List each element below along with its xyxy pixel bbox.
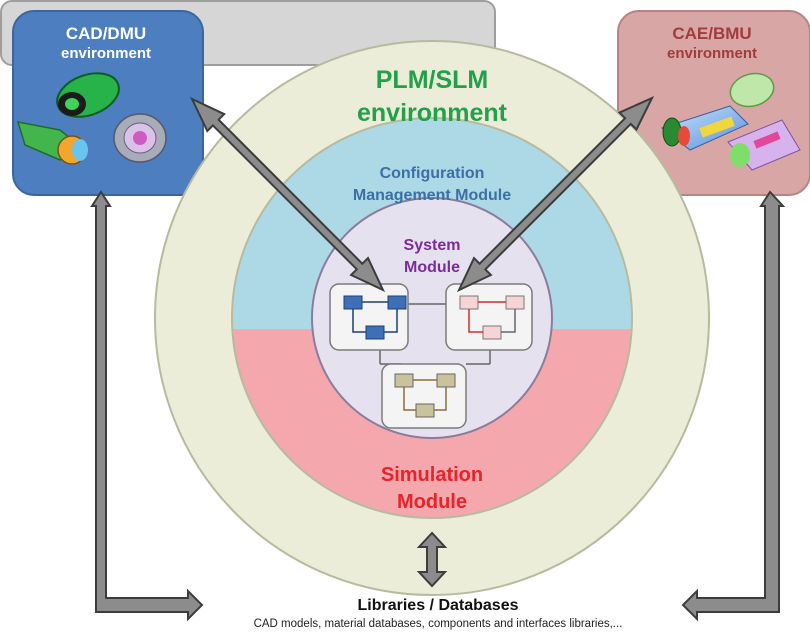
- system-module-title: System: [403, 237, 461, 254]
- config-module-title: Configuration: [379, 165, 485, 182]
- cae-bmu-title: CAE/BMU: [672, 24, 752, 43]
- cae-bmu-subtitle: environment: [666, 45, 757, 62]
- cae-bmu-label: CAE/BMU environment: [617, 24, 807, 64]
- arrows: [90, 95, 786, 622]
- simulation-module-title: Simulation: [380, 464, 484, 486]
- plm-slm-label: PLM/SLM environment: [312, 64, 552, 130]
- libraries-subtitle: CAD models, material databases, componen…: [253, 618, 623, 630]
- cad-dmu-subtitle: environment: [60, 45, 151, 62]
- libraries-title: Libraries / Databases: [357, 597, 519, 614]
- plm-slm-title: PLM/SLM: [375, 66, 489, 94]
- cad-dmu-title: CAD/DMU: [65, 24, 147, 43]
- simulation-module-subtitle: Module: [397, 491, 467, 513]
- cad-to-libraries-arrow: [90, 190, 204, 622]
- system-module-label: System Module: [372, 235, 492, 279]
- simulation-to-libraries-arrow: [416, 531, 448, 588]
- system-block-diagrams: [329, 283, 533, 429]
- simulation-module-label: Simulation Module: [332, 462, 532, 516]
- libraries-label: Libraries / Databases CAD models, materi…: [190, 596, 686, 633]
- system-module-subtitle: Module: [404, 259, 460, 276]
- cae-to-system-arrow: [456, 95, 655, 293]
- pink-block-group: [445, 283, 533, 351]
- cae-to-libraries-arrow: [681, 190, 786, 622]
- cad-to-system-arrow: [189, 96, 386, 293]
- cad-dmu-label: CAD/DMU environment: [12, 24, 200, 64]
- cad-engine-illustration: [16, 72, 167, 165]
- plm-slm-subtitle: environment: [356, 99, 508, 127]
- config-module-subtitle: Management Module: [352, 187, 512, 204]
- cae-engine-illustration: [660, 72, 801, 171]
- config-module-label: Configuration Management Module: [312, 163, 552, 207]
